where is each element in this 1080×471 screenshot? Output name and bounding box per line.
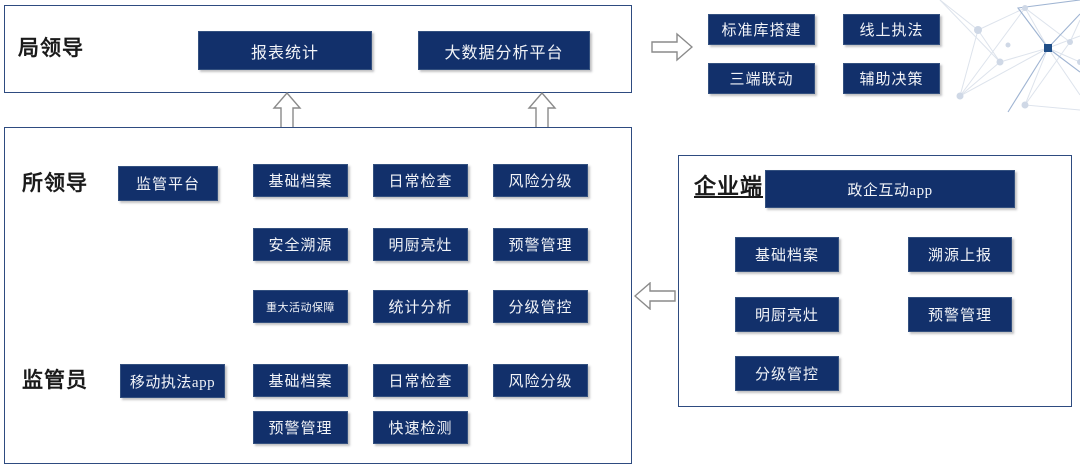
chip-station-statistical-analysis[interactable]: 统计分析 — [373, 290, 468, 323]
chip-enterprise-alert-management[interactable]: 预警管理 — [908, 297, 1012, 332]
chip-gov-enterprise-interaction-app[interactable]: 政企互动app — [765, 170, 1015, 208]
chip-report-statistics[interactable]: 报表统计 — [198, 31, 372, 70]
chip-station-bright-kitchen[interactable]: 明厨亮灶 — [373, 228, 468, 261]
chip-inspector-basic-archive[interactable]: 基础档案 — [253, 364, 348, 397]
role-label-enterprise: 企业端 — [694, 174, 764, 199]
chip-inspector-rapid-testing[interactable]: 快速检测 — [373, 411, 468, 444]
chip-enterprise-graded-control[interactable]: 分级管控 — [735, 356, 839, 391]
role-label-inspector: 监管员 — [22, 369, 88, 392]
role-label-bureau-leader: 局领导 — [18, 37, 84, 60]
chip-inspector-alert-management[interactable]: 预警管理 — [253, 411, 348, 444]
chip-standard-library-build[interactable]: 标准库搭建 — [708, 14, 815, 45]
chip-station-alert-management[interactable]: 预警管理 — [493, 228, 588, 261]
chip-online-enforcement[interactable]: 线上执法 — [843, 14, 940, 45]
chip-station-graded-control[interactable]: 分级管控 — [493, 290, 588, 323]
chip-bigdata-analysis-platform[interactable]: 大数据分析平台 — [418, 31, 590, 70]
network-hub-node-icon — [1044, 44, 1052, 52]
arrow-up-right-icon — [527, 92, 557, 130]
chip-enterprise-bright-kitchen[interactable]: 明厨亮灶 — [735, 297, 839, 332]
chip-supervision-platform[interactable]: 监管平台 — [118, 166, 218, 201]
chip-station-daily-inspection[interactable]: 日常检查 — [373, 164, 468, 197]
chip-decision-support[interactable]: 辅助决策 — [843, 63, 940, 94]
chip-three-terminal-linkage[interactable]: 三端联动 — [708, 63, 815, 94]
chip-station-safety-traceability[interactable]: 安全溯源 — [253, 228, 348, 261]
network-decoration-icon — [939, 0, 1080, 113]
arrow-right-top-icon — [651, 32, 693, 62]
chip-enterprise-basic-archive[interactable]: 基础档案 — [735, 237, 839, 272]
chip-station-major-event-assurance[interactable]: 重大活动保障 — [253, 290, 348, 323]
arrow-up-left-icon — [272, 92, 302, 130]
chip-station-risk-grading[interactable]: 风险分级 — [493, 164, 588, 197]
chip-inspector-risk-grading[interactable]: 风险分级 — [493, 364, 588, 397]
chip-station-basic-archive[interactable]: 基础档案 — [253, 164, 348, 197]
role-label-station-leader: 所领导 — [22, 172, 88, 195]
chip-inspector-daily-inspection[interactable]: 日常检查 — [373, 364, 468, 397]
arrow-left-mid-icon — [634, 282, 676, 310]
chip-mobile-enforcement-app[interactable]: 移动执法app — [120, 364, 225, 398]
chip-enterprise-traceability-report[interactable]: 溯源上报 — [908, 237, 1012, 272]
